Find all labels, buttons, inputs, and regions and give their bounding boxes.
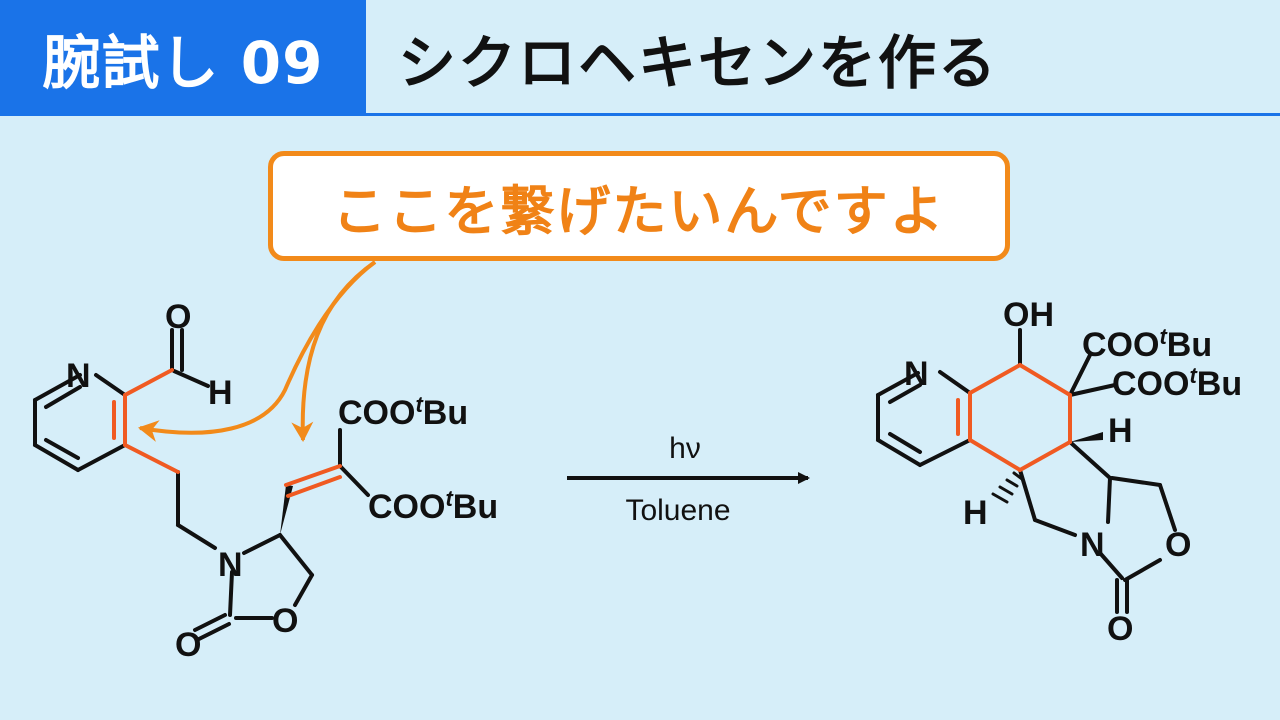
atom-label-h: H <box>963 494 988 532</box>
ester-tert: t <box>1189 363 1198 388</box>
callout-text: ここを繋げたいんですよ <box>332 178 946 243</box>
highlight-bonds-product <box>956 363 1072 472</box>
ester-label-top: COOtBu <box>1082 324 1212 364</box>
ester-coo: COO <box>1112 365 1189 403</box>
callout-box: ここを繋げたいんですよ <box>268 151 1010 261</box>
callout-arrows <box>138 260 377 442</box>
product-labels: N OH COOtBu COOtBu H H N O O <box>904 296 1242 648</box>
highlight-bonds-start <box>112 368 342 498</box>
ester-tert: t <box>415 392 424 417</box>
starting-material-labels: N O H N O O COOtBu COOtBu <box>66 298 498 664</box>
atom-label-n: N <box>904 355 929 393</box>
starting-material <box>33 328 370 641</box>
product <box>876 328 1177 614</box>
ester-bu: Bu <box>1167 326 1212 364</box>
ester-coo: COO <box>1082 326 1159 364</box>
ester-label-top: COOtBu <box>338 392 468 432</box>
ester-label-bottom: COOtBu <box>368 486 498 526</box>
atom-label-o: O <box>1165 526 1191 564</box>
ester-coo: COO <box>338 394 415 432</box>
atom-label-h: H <box>208 374 233 412</box>
atom-label-h: H <box>1108 412 1133 450</box>
ester-coo: COO <box>368 488 445 526</box>
ester-tert: t <box>445 486 454 511</box>
ester-tert: t <box>1159 324 1168 349</box>
reaction-arrow: hν Toluene <box>567 432 810 527</box>
reagent-top-label: hν <box>669 432 701 465</box>
reagent-bottom-label: Toluene <box>625 494 730 527</box>
page-title: シクロヘキセンを作る <box>398 29 999 97</box>
header-divider <box>0 113 1280 116</box>
section-badge: 腕試し 09 <box>0 0 366 116</box>
ester-bu: Bu <box>453 488 498 526</box>
atom-label-n: N <box>1080 526 1105 564</box>
atom-label-oh: OH <box>1003 296 1054 334</box>
ester-bu: Bu <box>423 394 468 432</box>
atom-label-n: N <box>218 546 243 584</box>
atom-label-n: N <box>66 357 91 395</box>
callout-arrow-to-alkene <box>291 260 377 442</box>
atom-label-o: O <box>1107 610 1133 648</box>
ester-bu: Bu <box>1197 365 1242 403</box>
atom-label-o: O <box>175 626 201 664</box>
atom-label-o: O <box>165 298 191 336</box>
atom-label-o: O <box>272 602 298 640</box>
ester-label-bottom: COOtBu <box>1112 363 1242 403</box>
